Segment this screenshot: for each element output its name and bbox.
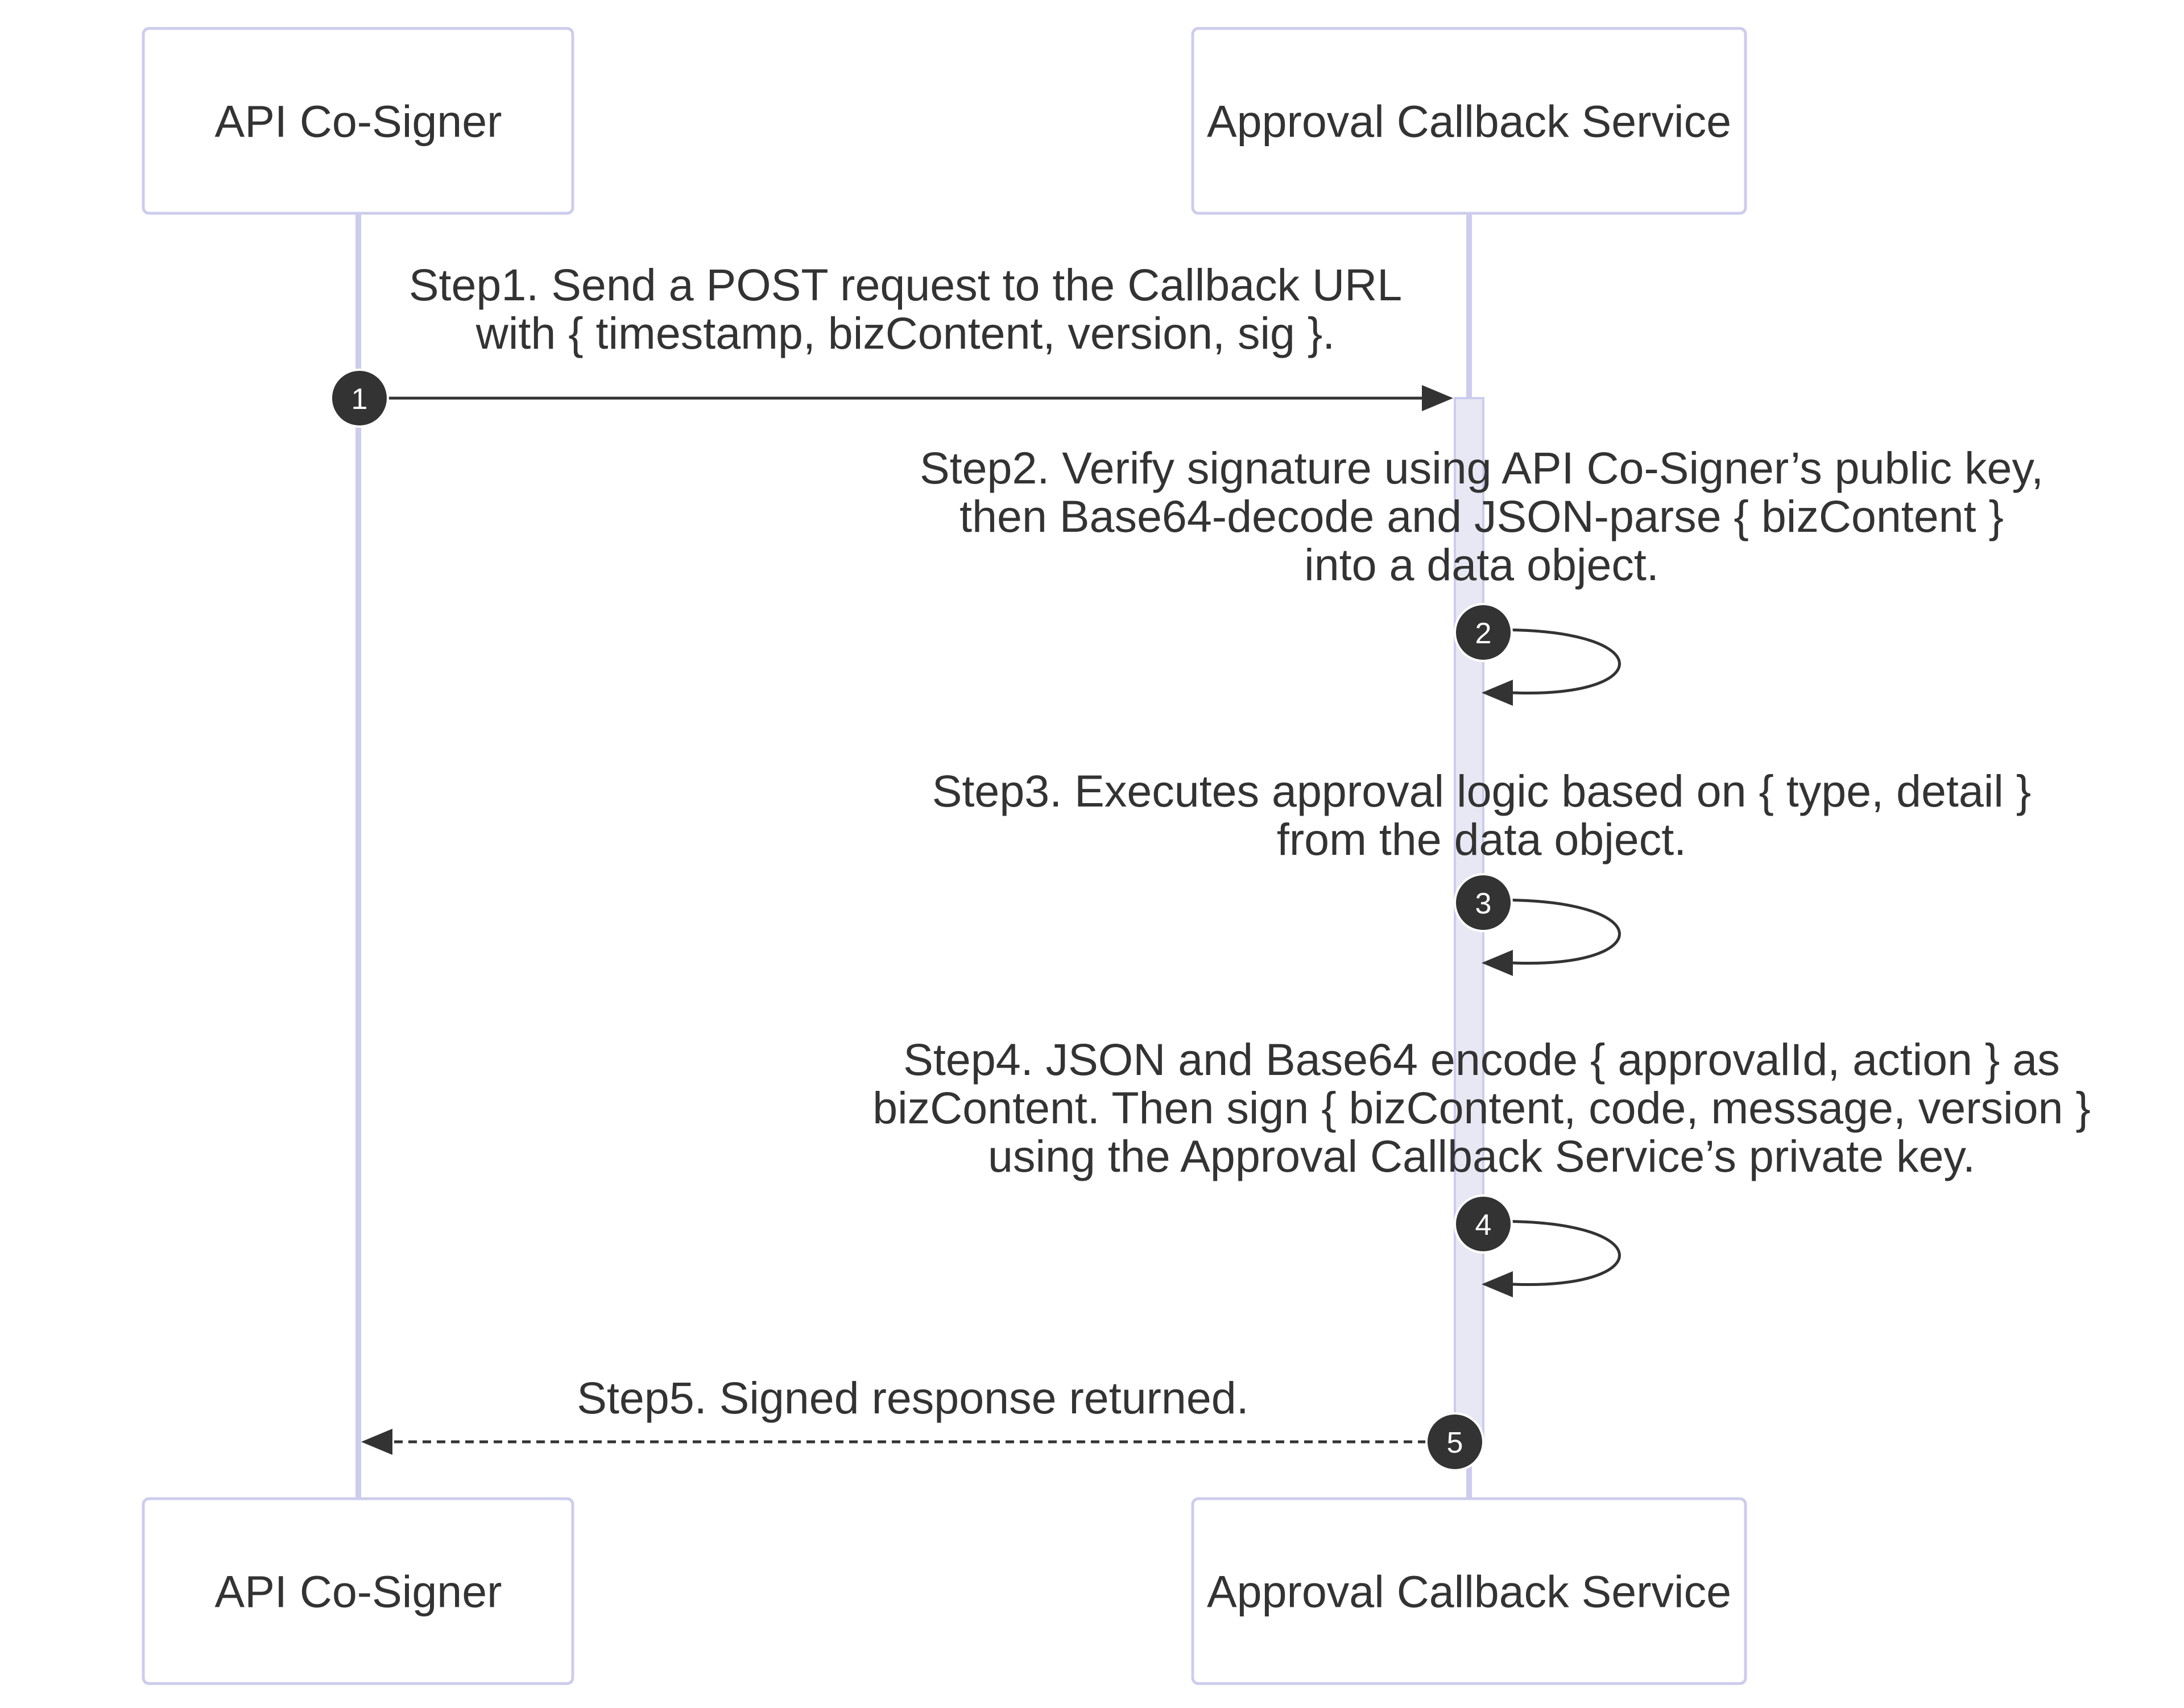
- message-text-line: from the data object.: [1277, 814, 1686, 865]
- message-step1: Step1. Send a POST request to the Callba…: [330, 259, 1453, 428]
- message-text-line: Step3. Executes approval logic based on …: [932, 766, 2031, 816]
- sequence-number: 5: [1447, 1426, 1463, 1459]
- sequence-number-badge: [1425, 1412, 1484, 1471]
- self-message-loop: [1483, 1219, 1621, 1287]
- self-message-loop: [1483, 898, 1621, 965]
- sequence-number-badge: [1454, 873, 1513, 932]
- sequence-number-badge: [330, 369, 389, 428]
- message-step2: Step2. Verify signature using API Co-Sig…: [920, 442, 2044, 706]
- actor-label: Approval Callback Service: [1207, 96, 1731, 147]
- sequence-number: 2: [1475, 617, 1492, 650]
- arrowhead-left-icon: [1482, 680, 1513, 706]
- sequence-number-badge: [1454, 1194, 1513, 1254]
- actor-label: API Co-Signer: [215, 96, 502, 147]
- self-message-loop: [1483, 628, 1621, 695]
- message-text-line: into a data object.: [1304, 539, 1659, 590]
- message-text-line: Step5. Signed response returned.: [577, 1372, 1248, 1423]
- message-text-line: bizContent. Then sign { bizContent, code…: [872, 1082, 2091, 1133]
- message-text-line: with { timestamp, bizContent, version, s…: [475, 308, 1335, 358]
- sequence-number-badge: [1454, 603, 1513, 662]
- message-step5: Step5. Signed response returned. 5: [361, 1372, 1484, 1471]
- message-text-line: Step2. Verify signature using API Co-Sig…: [920, 442, 2044, 493]
- actor-box: [1191, 27, 1747, 215]
- actor-box: [142, 1497, 574, 1685]
- sequence-number: 1: [351, 383, 368, 416]
- message-text-line: Step1. Send a POST request to the Callba…: [409, 259, 1402, 310]
- message-step3: Step3. Executes approval logic based on …: [932, 766, 2031, 976]
- sequence-number: 4: [1475, 1209, 1492, 1242]
- actor-label: Approval Callback Service: [1207, 1566, 1731, 1617]
- arrowhead-left-icon: [1482, 950, 1513, 976]
- message-text-line: using the Approval Callback Service’s pr…: [988, 1131, 1975, 1181]
- arrowhead-left-icon: [361, 1429, 392, 1455]
- actor-approval-callback-service-top[interactable]: Approval Callback Service: [1191, 27, 1747, 215]
- actor-api-co-signer-top[interactable]: API Co-Signer: [142, 27, 574, 215]
- arrowhead-left-icon: [1482, 1271, 1513, 1297]
- actor-api-co-signer-bottom[interactable]: API Co-Signer: [142, 1497, 574, 1685]
- actor-approval-callback-service-bottom[interactable]: Approval Callback Service: [1191, 1497, 1747, 1685]
- message-text-line: then Base64-decode and JSON-parse { bizC…: [959, 491, 2004, 541]
- actor-box: [142, 27, 574, 215]
- message-text-line: Step4. JSON and Base64 encode { approval…: [903, 1034, 2059, 1085]
- message-step4: Step4. JSON and Base64 encode { approval…: [872, 1034, 2091, 1297]
- actor-label: API Co-Signer: [215, 1566, 502, 1617]
- sequence-number: 3: [1475, 887, 1492, 920]
- actor-box: [1191, 1497, 1747, 1685]
- arrowhead-right-icon: [1422, 385, 1453, 411]
